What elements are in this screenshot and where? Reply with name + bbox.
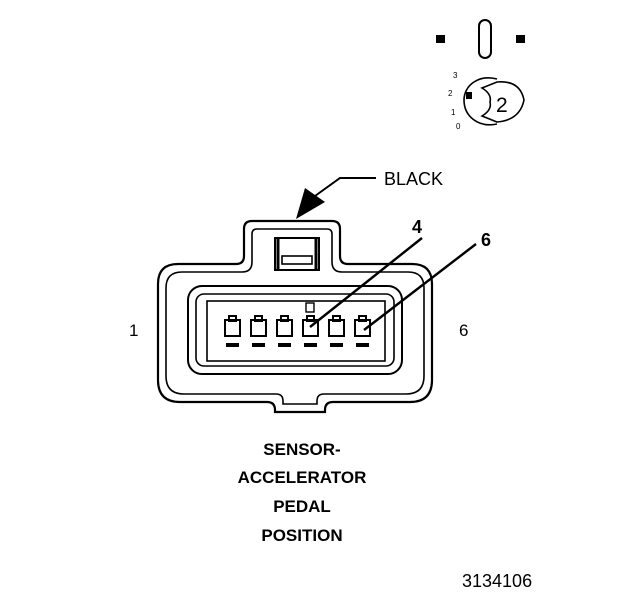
key-position-marker <box>466 92 472 99</box>
end-label-left: 1 <box>129 321 139 340</box>
cavity-body-outer <box>187 285 403 375</box>
key-position-1: 1 <box>451 108 456 117</box>
pin-callout-6: 6 <box>481 230 492 250</box>
key-position-3: 3 <box>453 71 458 80</box>
cavity-body-inner <box>195 293 395 367</box>
pin-cavity-6 <box>354 315 371 347</box>
component-title-line-4: POSITION <box>261 526 343 545</box>
connector-shell-inner <box>165 228 425 405</box>
key-ring-back <box>463 77 498 126</box>
component-title-line-2: ACCELERATOR <box>237 468 367 487</box>
component-title-line-1: SENSOR- <box>263 440 341 459</box>
pin-cavity-1 <box>224 315 241 347</box>
key-slot <box>478 19 492 59</box>
pin-cavity-3 <box>276 315 293 347</box>
pin-cavities <box>224 302 371 347</box>
key-ring-front <box>480 81 525 123</box>
key-position-value: 2 <box>496 94 508 117</box>
pin-callout-4: 4 <box>412 217 423 237</box>
cavity-frame <box>206 300 386 362</box>
callout-arrowhead <box>296 188 325 219</box>
pin-4-leader <box>309 237 423 328</box>
connector-latch <box>274 237 320 271</box>
key-position-2: 2 <box>448 89 453 98</box>
pin-cavity-4 <box>302 315 319 347</box>
key-mark-left <box>436 35 445 43</box>
pin-cavity-key <box>305 302 315 313</box>
end-label-right: 6 <box>459 321 469 340</box>
figure-number: 3134106 <box>462 571 533 591</box>
key-position-0: 0 <box>456 122 461 131</box>
key-mark-right <box>516 35 525 43</box>
key-indicator <box>436 19 525 126</box>
pin-6-leader <box>363 243 477 331</box>
black-callout-leader <box>296 177 376 219</box>
connector-shell <box>156 219 434 414</box>
color-callout: BLACK <box>384 169 444 189</box>
component-title-line-3: PEDAL <box>273 497 331 516</box>
pin-cavity-5 <box>328 315 345 347</box>
pin-cavity-2 <box>250 315 267 347</box>
